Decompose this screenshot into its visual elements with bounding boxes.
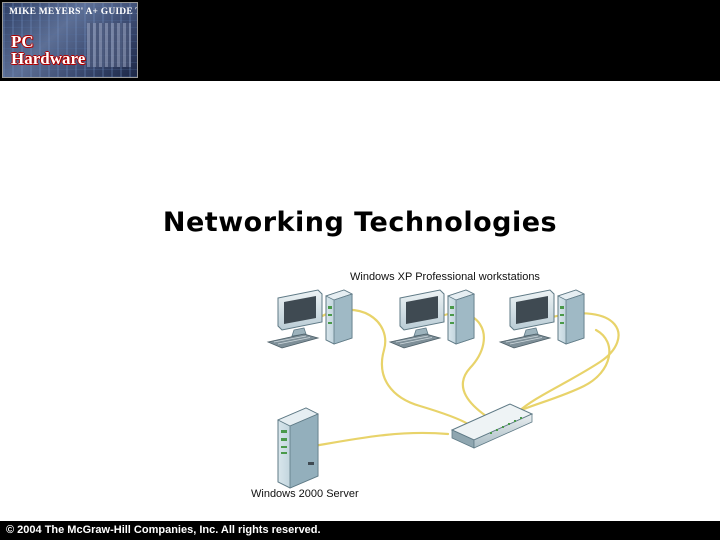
footer-bar: © 2004 The McGraw-Hill Companies, Inc. A… <box>0 521 720 540</box>
workstation-3-icon <box>499 289 585 349</box>
slide-title: Networking Technologies <box>162 207 558 238</box>
workstations-caption: Windows XP Professional workstations <box>350 271 540 283</box>
workstation-1-icon <box>267 289 353 349</box>
hub-icon <box>450 403 534 449</box>
server-caption: Windows 2000 Server <box>251 488 359 500</box>
logo-title: PC Hardware <box>11 32 86 68</box>
workstation-2-icon <box>389 289 475 349</box>
header-bar: MIKE MEYERS' A+ GUIDE TO PC Hardware <box>0 0 720 81</box>
server-icon <box>277 407 319 489</box>
cable-workstation-1 <box>316 308 470 426</box>
cable-workstation-3-loop <box>510 328 611 416</box>
book-logo: MIKE MEYERS' A+ GUIDE TO PC Hardware <box>2 2 138 78</box>
circuit-board-image <box>87 23 131 67</box>
copyright-text: © 2004 The McGraw-Hill Companies, Inc. A… <box>6 524 321 536</box>
cable-server <box>312 431 450 448</box>
logo-tagline: MIKE MEYERS' A+ GUIDE TO <box>9 7 138 17</box>
cable-workstation-3 <box>516 312 620 414</box>
